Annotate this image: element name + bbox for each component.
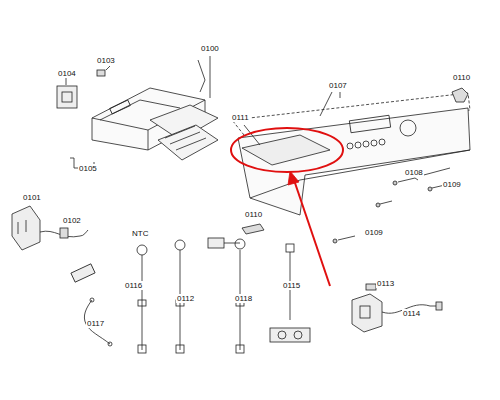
control-panel xyxy=(232,92,470,215)
callout-number: 0107 xyxy=(328,81,348,90)
callout-number: 0113 xyxy=(376,279,395,288)
highlight-arrow xyxy=(294,180,330,286)
callout-number: 0118 xyxy=(234,294,253,303)
clip-0110 xyxy=(452,88,468,102)
wire-harnesses xyxy=(137,238,310,353)
callout-number: 0115 xyxy=(282,281,301,290)
callout-number: 0101 xyxy=(22,193,42,202)
callout-number: 0117 xyxy=(86,319,105,328)
callout-number: 0114 xyxy=(402,309,421,318)
callout-number: 0100 xyxy=(200,44,220,53)
part-0114 xyxy=(352,284,442,332)
callout-number: 0110 xyxy=(452,73,471,82)
part-0103 xyxy=(97,70,105,76)
callout-number: 0110 xyxy=(244,210,263,219)
callout-number: 0105 xyxy=(78,164,98,173)
callout-number: 0112 xyxy=(176,294,195,303)
leader-lines xyxy=(106,56,418,180)
callout-number: 0116 xyxy=(124,281,143,290)
callout-number: 0111 xyxy=(231,113,250,122)
screws xyxy=(333,168,450,243)
small-parts xyxy=(71,264,112,346)
control-module xyxy=(92,60,218,160)
mains-cable xyxy=(12,206,88,250)
callout-number: 0104 xyxy=(57,69,77,78)
highlight-arrowhead xyxy=(288,171,299,185)
part-0104 xyxy=(57,76,77,108)
callout-number: 0108 xyxy=(404,168,424,177)
callout-number: 0109 xyxy=(442,180,462,189)
highlight-ellipse xyxy=(231,128,343,172)
clip-0110-center xyxy=(242,224,264,234)
callout-number: 0109 xyxy=(364,228,384,237)
callout-number: 0102 xyxy=(62,216,82,225)
callout-number: NTC xyxy=(131,229,149,238)
callout-number: 0103 xyxy=(96,56,116,65)
